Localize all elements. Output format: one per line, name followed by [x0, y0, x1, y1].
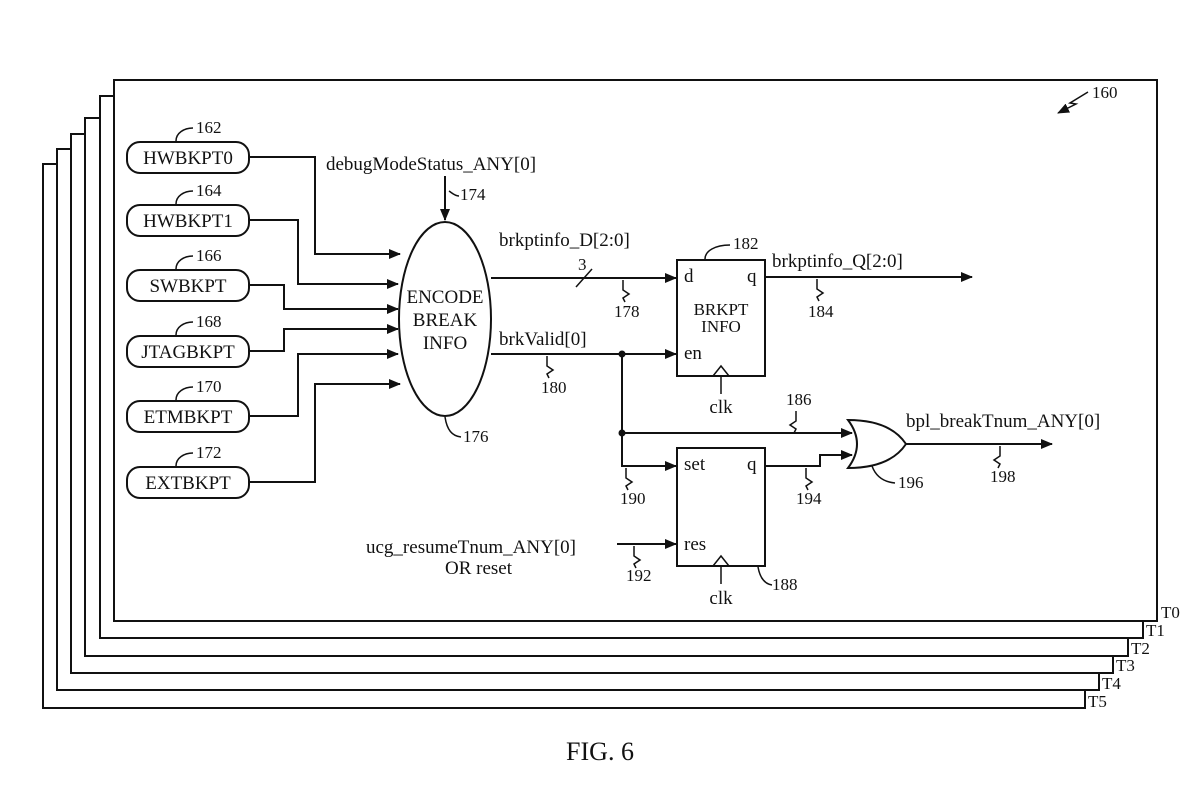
register-line-1: BRKPT: [694, 300, 749, 319]
encoder-line-3: INFO: [423, 333, 467, 354]
resume-ref: 192: [626, 566, 652, 585]
debug-mode-ref: 174: [460, 185, 486, 204]
input-label: HWBKPT1: [143, 211, 233, 232]
input-ref: 166: [196, 246, 222, 265]
brkptinfo-d-ref: 178: [614, 302, 640, 321]
set-input-ref: 190: [620, 489, 646, 508]
bus-slash: [575, 268, 593, 288]
ref-160: 160: [1092, 83, 1118, 102]
port-en: en: [684, 343, 702, 364]
brkptinfo-q-ref: 184: [808, 302, 834, 321]
register-clk: clk: [709, 397, 733, 418]
input-boxes: HWBKPT0 162 HWBKPT1 164 SWBKPT 166 JTAGB…: [126, 118, 250, 499]
bus-width: 3: [578, 255, 587, 274]
input-swbkpt: SWBKPT 166: [126, 246, 250, 302]
input-etmbkpt: ETMBKPT 170: [126, 377, 250, 433]
brkpt-info-register: d q BRKPT INFO en clk 182: [676, 234, 766, 418]
sr-latch: set q res clk 188: [676, 447, 798, 609]
input-ref: 172: [196, 443, 222, 462]
thread-label-t5: T5: [1088, 692, 1107, 711]
brkptinfo-d-label: brkptinfo_D[2:0]: [499, 230, 630, 251]
encoder-line-2: BREAK: [413, 310, 478, 331]
resume-signal: ucg_resumeTnum_ANY[0]: [366, 537, 576, 558]
input-label: JTAGBKPT: [141, 342, 235, 363]
port-set: set: [684, 454, 706, 475]
input-label: ETMBKPT: [144, 407, 233, 428]
output-label: bpl_breakTnum_ANY[0]: [906, 411, 1100, 432]
resume-signal-2: OR reset: [445, 558, 513, 579]
ref-160-leader: [1057, 91, 1089, 114]
output-ref: 198: [990, 467, 1016, 486]
encode-break-info: ENCODE BREAK INFO 176: [398, 221, 492, 446]
encoder-line-1: ENCODE: [406, 287, 483, 308]
latch-ref: 188: [772, 575, 798, 594]
input-hwbkpt0: HWBKPT0 162: [126, 118, 250, 174]
thread-label-t0: T0: [1161, 603, 1180, 622]
figure-caption: FIG. 6: [566, 737, 634, 766]
input-wires: [249, 156, 401, 483]
latch-clk: clk: [709, 588, 733, 609]
valid-branch-wire: [621, 354, 677, 471]
input-extbkpt: EXTBKPT 172: [126, 443, 250, 499]
thread-labels: T0 T1 T2 T3 T4 T5: [1088, 603, 1180, 711]
clock-triangle: [712, 364, 730, 377]
input-label: SWBKPT: [149, 276, 226, 297]
register-line-2: INFO: [701, 317, 741, 336]
port-d: d: [684, 266, 694, 287]
thread-label-t3: T3: [1116, 656, 1135, 675]
encoder-ref: 176: [463, 427, 489, 446]
sr-q-ref: 194: [796, 489, 822, 508]
input-label: HWBKPT0: [143, 148, 233, 169]
input-ref: 162: [196, 118, 222, 137]
sr-q-wire: [765, 450, 853, 467]
port-q-latch: q: [747, 454, 757, 475]
debug-mode-signal: debugModeStatus_ANY[0]: [326, 154, 536, 175]
clock-triangle-latch: [712, 554, 730, 567]
input-label: EXTBKPT: [145, 473, 231, 494]
register-ref: 182: [733, 234, 759, 253]
thread-label-t2: T2: [1131, 639, 1150, 658]
thread-label-t4: T4: [1102, 674, 1121, 693]
brkvalid-label: brkValid[0]: [499, 329, 587, 350]
thread-label-t1: T1: [1146, 621, 1165, 640]
input-ref: 164: [196, 181, 222, 200]
thread-frame-t0: [113, 79, 1158, 622]
brkptinfo-q-label: brkptinfo_Q[2:0]: [772, 251, 903, 272]
thread-frames: [42, 79, 1158, 709]
or-gate: 196: [846, 418, 924, 492]
input-ref: 168: [196, 312, 222, 331]
input-ref: 170: [196, 377, 222, 396]
or-input-ref: 186: [786, 390, 812, 409]
port-res: res: [684, 534, 706, 555]
brkvalid-ref: 180: [541, 378, 567, 397]
port-q: q: [747, 266, 757, 287]
input-hwbkpt1: HWBKPT1 164: [126, 181, 250, 237]
or-gate-ref: 196: [898, 473, 924, 492]
